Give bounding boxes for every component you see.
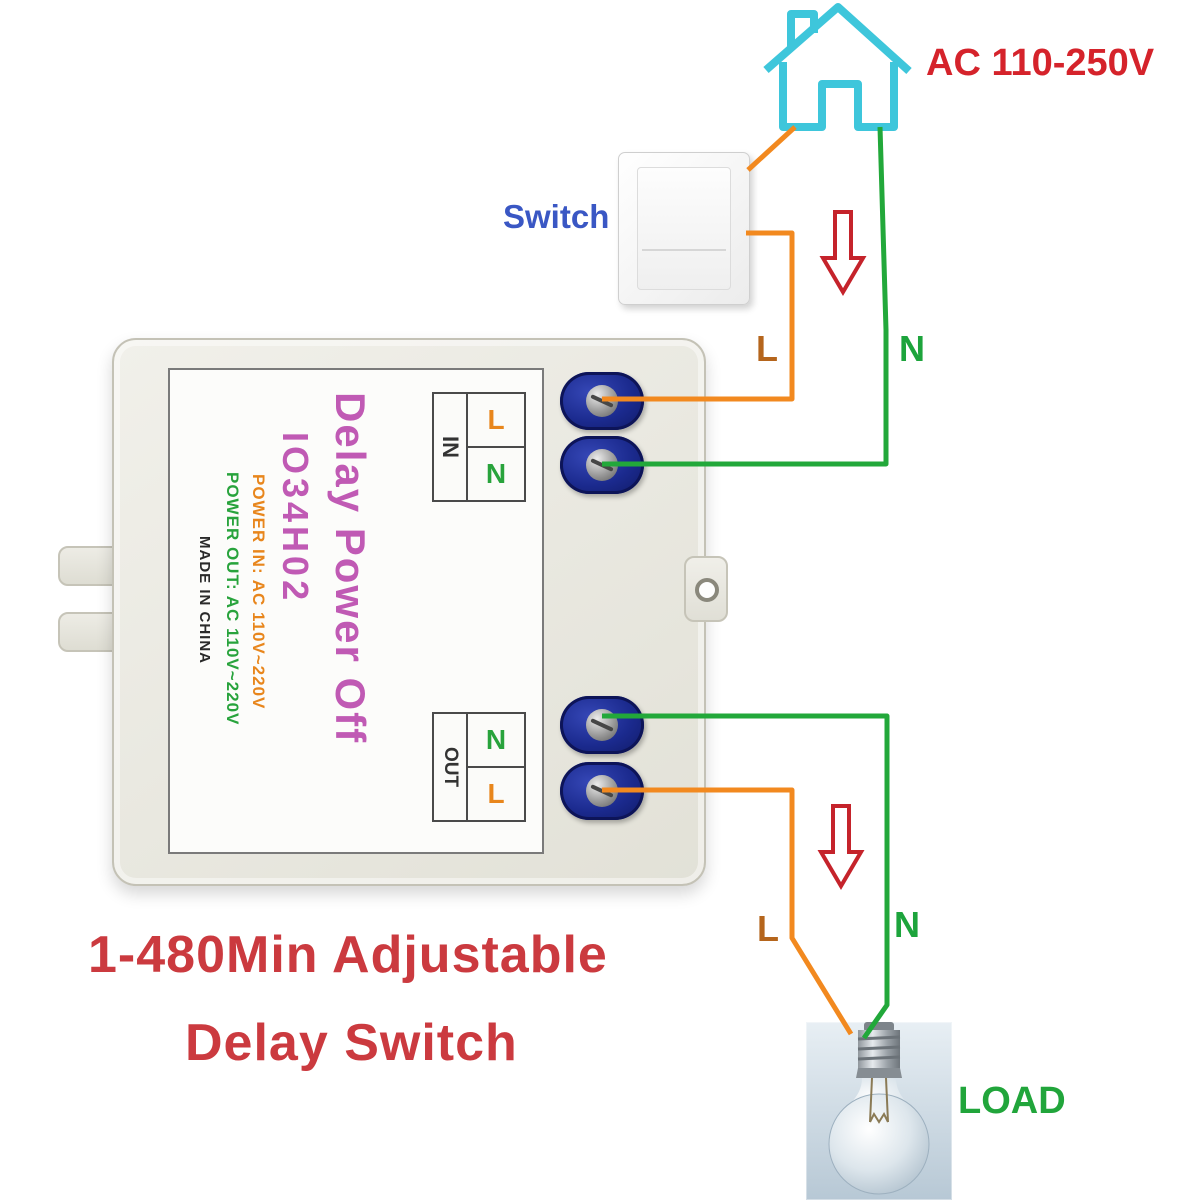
load-live-label: L (757, 908, 779, 949)
house-roof (763, 3, 912, 74)
screw-icon (586, 385, 618, 417)
switch-seam (642, 249, 726, 251)
power-in-spec: POWER IN: AC 110V~220V (249, 474, 268, 710)
out-label: OUT (434, 714, 468, 820)
house-chimney (787, 10, 818, 49)
switch-label: Switch (503, 198, 610, 235)
module-title: Delay Power Off (327, 392, 374, 745)
bulb-graphic (828, 1022, 930, 1195)
down-arrow-icon-top (819, 210, 867, 296)
screw-icon (586, 449, 618, 481)
out-live-cell: L (468, 766, 524, 820)
line-live-label: L (756, 328, 778, 369)
load-label: LOAD (958, 1080, 1066, 1122)
origin-label: MADE IN CHINA (196, 536, 213, 664)
bulb-glass (828, 1093, 930, 1195)
module-mount-ear (684, 556, 728, 622)
line-neutral-label: N (899, 328, 925, 369)
terminal-in-neutral (560, 436, 644, 494)
in-neutral-cell: N (468, 446, 524, 500)
power-out-spec: POWER OUT: AC 110V~220V (223, 472, 242, 726)
module-mount-tab-bottom (58, 612, 120, 652)
screw-icon (586, 709, 618, 741)
house-icon (763, 3, 912, 131)
caption-line-2: Delay Switch (185, 1014, 518, 1072)
switch-rocker (637, 167, 731, 290)
wall-switch-icon (618, 152, 750, 305)
load-neutral-label: N (894, 904, 920, 945)
terminal-in-live (560, 372, 644, 430)
in-live-cell: L (487, 404, 505, 435)
module-model: IO34H02 (275, 432, 316, 605)
terminal-out-live (560, 762, 644, 820)
bulb-collar (856, 1068, 902, 1078)
ac-voltage-label: AC 110-250V (926, 42, 1155, 84)
in-terminal-block: IN L N (432, 392, 526, 502)
down-arrow-icon-bottom (817, 804, 865, 890)
in-label: IN (434, 394, 468, 500)
caption-line-1: 1-480Min Adjustable (88, 926, 608, 984)
screw-icon (586, 775, 618, 807)
house-body (779, 62, 898, 131)
light-bulb-icon (806, 1022, 952, 1200)
out-terminal-block: OUT N L (432, 712, 526, 822)
bulb-filament (869, 1077, 889, 1124)
module-mount-hole (695, 578, 719, 602)
live-wire-house-to-switch (746, 125, 797, 172)
out-neutral-cell: N (485, 724, 507, 755)
terminal-out-neutral (560, 696, 644, 754)
module-mount-tab-top (58, 546, 120, 586)
